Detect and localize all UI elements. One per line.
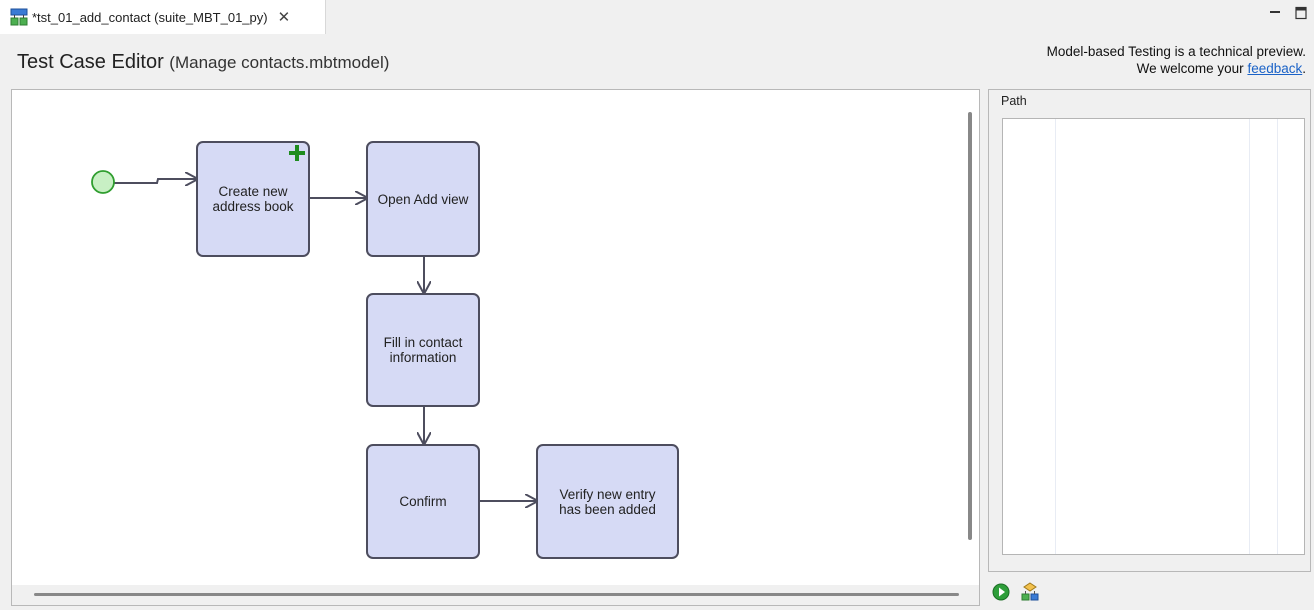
editor-header: Test Case Editor (Manage contacts.mbtmod…: [0, 34, 1314, 88]
horizontal-scrollbar[interactable]: [34, 593, 959, 596]
feedback-link[interactable]: feedback: [1247, 61, 1303, 76]
editor-tab[interactable]: *tst_01_add_contact (suite_MBT_01_py) ✕: [0, 0, 326, 34]
node-label: Open Add view: [377, 191, 469, 207]
editor-tab-label: *tst_01_add_contact (suite_MBT_01_py): [32, 9, 268, 25]
edge-start-create: [105, 179, 197, 183]
model-icon: [10, 8, 28, 26]
start-circle: [91, 170, 115, 194]
hierarchy-icon[interactable]: [1020, 582, 1040, 602]
path-tools: [992, 582, 1040, 602]
page-title: Test Case Editor (Manage contacts.mbtmod…: [17, 51, 389, 74]
path-panel-title: Path: [999, 94, 1029, 108]
close-icon[interactable]: ✕: [277, 8, 291, 26]
horizontal-scrollbar-track: [12, 585, 979, 605]
path-panel: Path: [988, 89, 1311, 572]
preview-note-suffix: .: [1302, 61, 1306, 76]
maximize-icon[interactable]: [1294, 6, 1308, 20]
preview-note-line1: Model-based Testing is a technical previ…: [1046, 44, 1306, 59]
node-open-add-view[interactable]: Open Add view: [366, 141, 480, 257]
plus-icon: [288, 144, 306, 165]
node-label: Confirm: [399, 494, 447, 509]
path-list-column-divider: [1277, 119, 1278, 554]
page-subtitle: (Manage contacts.mbtmodel): [169, 53, 390, 72]
minimize-icon[interactable]: [1268, 6, 1282, 20]
preview-note-prefix: We welcome your: [1136, 61, 1244, 76]
path-list[interactable]: [1002, 118, 1305, 555]
path-list-column-divider: [1055, 119, 1056, 554]
diagram-edges: [91, 170, 979, 605]
node-confirm[interactable]: Confirm: [366, 444, 480, 559]
preview-note: Model-based Testing is a technical previ…: [1047, 43, 1306, 77]
page-title-text: Test Case Editor: [17, 51, 164, 73]
vertical-scrollbar[interactable]: [968, 112, 972, 540]
preview-note-line2: We welcome your feedback.: [1047, 60, 1306, 77]
run-icon[interactable]: [992, 582, 1012, 602]
editor-tab-bar: *tst_01_add_contact (suite_MBT_01_py) ✕: [0, 0, 1314, 34]
path-list-column-divider: [1249, 119, 1250, 554]
window-controls: [1268, 6, 1308, 20]
